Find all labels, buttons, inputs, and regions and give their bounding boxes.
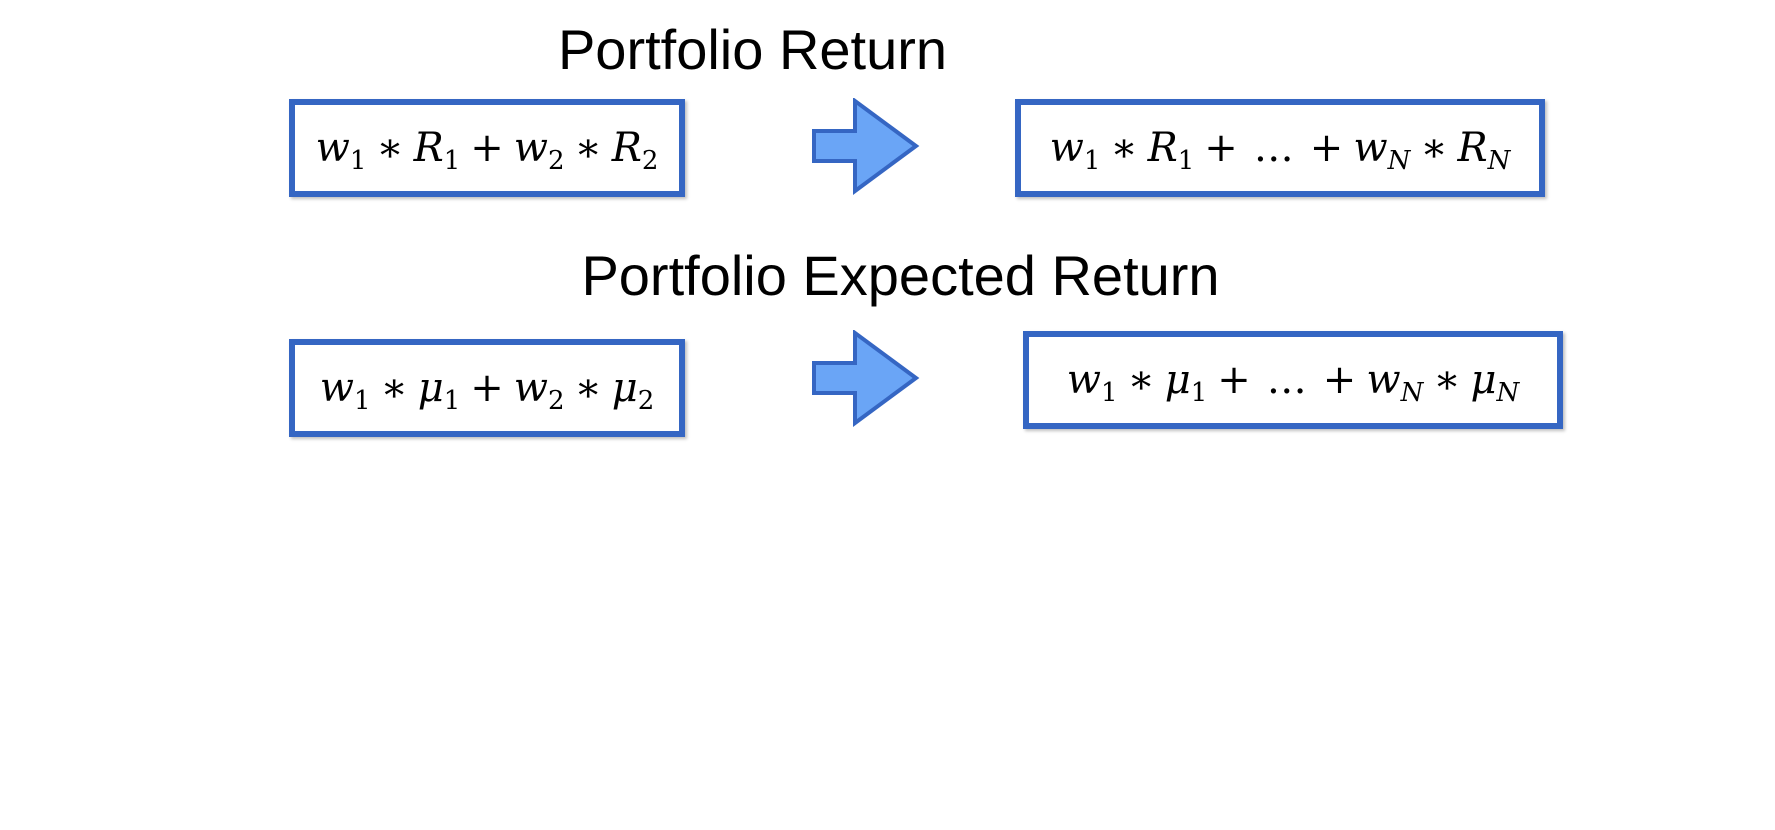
portfolio-expected-return-title: Portfolio Expected Return [581,244,1220,307]
formula-operator: + [1322,357,1357,403]
formula-term: R1 [413,125,461,174]
formula-variable: w [513,365,548,411]
formula-operator: + [1217,357,1251,403]
formula-subscript: 1 [1101,378,1118,408]
formula-two-asset-expected-return: w1∗μ1+w2∗μ2 [289,339,685,437]
formula-term: μ2 [611,365,655,414]
formula-operator: ∗ [380,365,408,411]
formula-variable: w [1353,125,1388,171]
right-arrow-icon [812,330,920,427]
formula-variable: R [1457,125,1488,171]
formula-operator: ∗ [1433,357,1461,403]
formula-term: w2 [513,125,565,174]
formula-subscript: 1 [1177,146,1195,176]
formula-subscript: N [1487,146,1511,176]
formula-term: w2 [513,365,565,414]
formula-subscript: 1 [443,386,461,416]
formula-variable: w [513,125,548,171]
formula-term: wN [1366,357,1423,406]
formula-term: RN [1457,125,1511,174]
formula-subscript: 2 [637,386,655,416]
formula-variable: w [1066,357,1101,403]
formula-subscript: 1 [1083,146,1101,176]
formula-term: μN [1470,357,1520,406]
formula-operator: + [470,125,504,171]
formula-n-asset-return: w1∗R1+…+wN∗RN [1015,99,1545,197]
right-arrow-icon [812,98,920,195]
formula-term: R1 [1147,125,1195,174]
formula-variable: μ [611,365,638,411]
formula-term: w1 [1066,357,1118,406]
formula-variable: R [1147,125,1178,171]
formula-term: w1 [315,125,367,174]
formula-operator: … [1266,357,1307,403]
formula-subscript: 1 [353,386,371,416]
portfolio-return-title: Portfolio Return [557,18,948,81]
formula-term: wN [1353,125,1410,174]
formula-subscript: N [1387,146,1411,176]
formula-operator: + [1309,125,1344,171]
formula-variable: w [319,365,354,411]
formula-term: w1 [1049,125,1101,174]
formula-subscript: 2 [548,146,565,176]
formula-variable: w [315,125,350,171]
formula-variable: w [1049,125,1084,171]
formula-variable: μ [1164,357,1191,403]
formula-term: R2 [611,125,659,174]
formula-operator: ∗ [574,125,602,171]
formula-variable: μ [417,365,444,411]
formula-subscript: N [1496,378,1520,408]
formula-subscript: 2 [548,386,565,416]
formula-operator: ∗ [1127,357,1155,403]
formula-variable: μ [1470,357,1497,403]
formula-variable: R [413,125,444,171]
formula-subscript: N [1400,378,1424,408]
formula-subscript: 1 [1190,378,1208,408]
formula-subscript: 1 [349,146,367,176]
formula-subscript: 2 [641,146,659,176]
formula-operator: … [1253,125,1294,171]
formula-operator: ∗ [574,365,602,411]
formula-variable: R [611,125,642,171]
formula-operator: ∗ [376,125,404,171]
formula-term: w1 [319,365,371,414]
formula-operator: + [470,365,504,411]
formula-n-asset-expected-return: w1∗μ1+…+wN∗μN [1023,331,1563,429]
formula-operator: ∗ [1420,125,1448,171]
formula-variable: w [1366,357,1401,403]
formula-operator: + [1204,125,1238,171]
formula-term: μ1 [1164,357,1208,406]
formula-two-asset-return: w1∗R1+w2∗R2 [289,99,685,197]
formula-subscript: 1 [443,146,461,176]
formula-operator: ∗ [1110,125,1138,171]
formula-term: μ1 [417,365,461,414]
